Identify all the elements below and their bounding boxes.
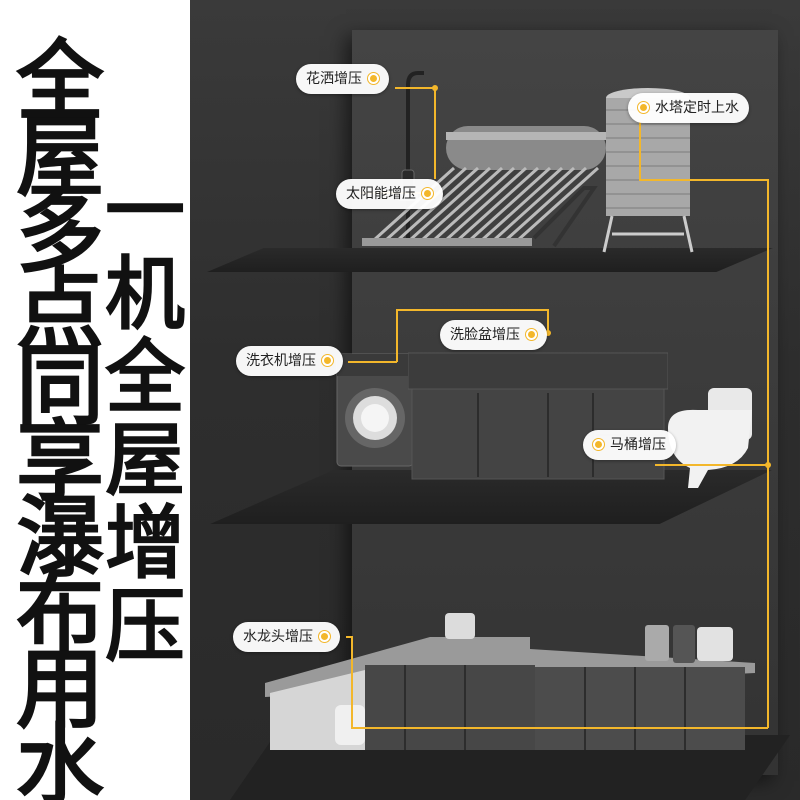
marker-dot-icon: [526, 328, 537, 340]
marker-dot-icon: [322, 354, 333, 366]
top-shelf: [207, 248, 773, 272]
marker-dot-icon: [422, 187, 433, 199]
callout-faucet: 水龙头增压: [233, 622, 340, 652]
kitchen-illustration: [265, 613, 755, 750]
headline-middle: 一机全屋增压: [105, 165, 185, 673]
callout-faucet-text: 水龙头增压: [243, 629, 313, 645]
callout-toilet-text: 马桶增压: [610, 437, 666, 453]
marker-dot-icon: [638, 101, 649, 113]
callout-basin-text: 洗脸盆增压: [450, 327, 520, 343]
marker-dot-icon: [368, 72, 379, 84]
callout-basin: 洗脸盆增压: [440, 320, 547, 350]
callout-solar: 太阳能增压: [336, 179, 443, 209]
solar-heater-illustration: [362, 126, 606, 248]
toilet-illustration: [668, 388, 752, 488]
callout-solar-text: 太阳能增压: [346, 186, 416, 202]
callout-shower-text: 花洒增压: [306, 71, 362, 87]
callout-water-tower: 水塔定时上水: [628, 93, 749, 123]
headline-left: 全屋多点同享瀑布用水: [16, 30, 105, 800]
washing-machine-illustration: [336, 353, 414, 467]
callout-washer-text: 洗衣机增压: [246, 353, 316, 369]
callout-shower: 花洒增压: [296, 64, 389, 94]
marker-dot-icon: [319, 630, 330, 642]
callout-washer: 洗衣机增压: [236, 346, 343, 376]
callout-toilet: 马桶增压: [583, 430, 676, 460]
callout-water-tower-text: 水塔定时上水: [655, 100, 739, 116]
marker-dot-icon: [593, 438, 604, 450]
